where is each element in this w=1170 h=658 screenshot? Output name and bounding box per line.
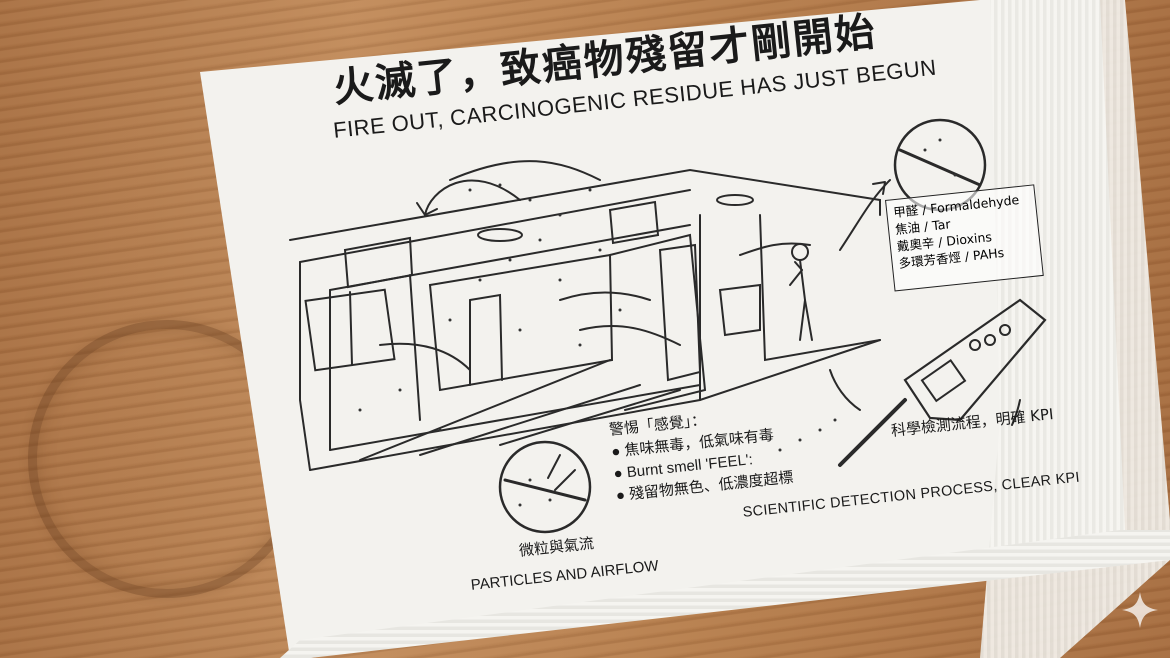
chemical-list-box: 甲醛 / Formaldehyde 焦油 / Tar 戴奧辛 / Dioxins… [885,184,1044,292]
warning-notes: 警惕「感覺」： ● 焦味無毒，低氣味有毒 ● Burnt smell 'FEEL… [608,401,794,507]
sparkle-icon [1122,592,1158,628]
paper-napkin [200,0,1125,658]
